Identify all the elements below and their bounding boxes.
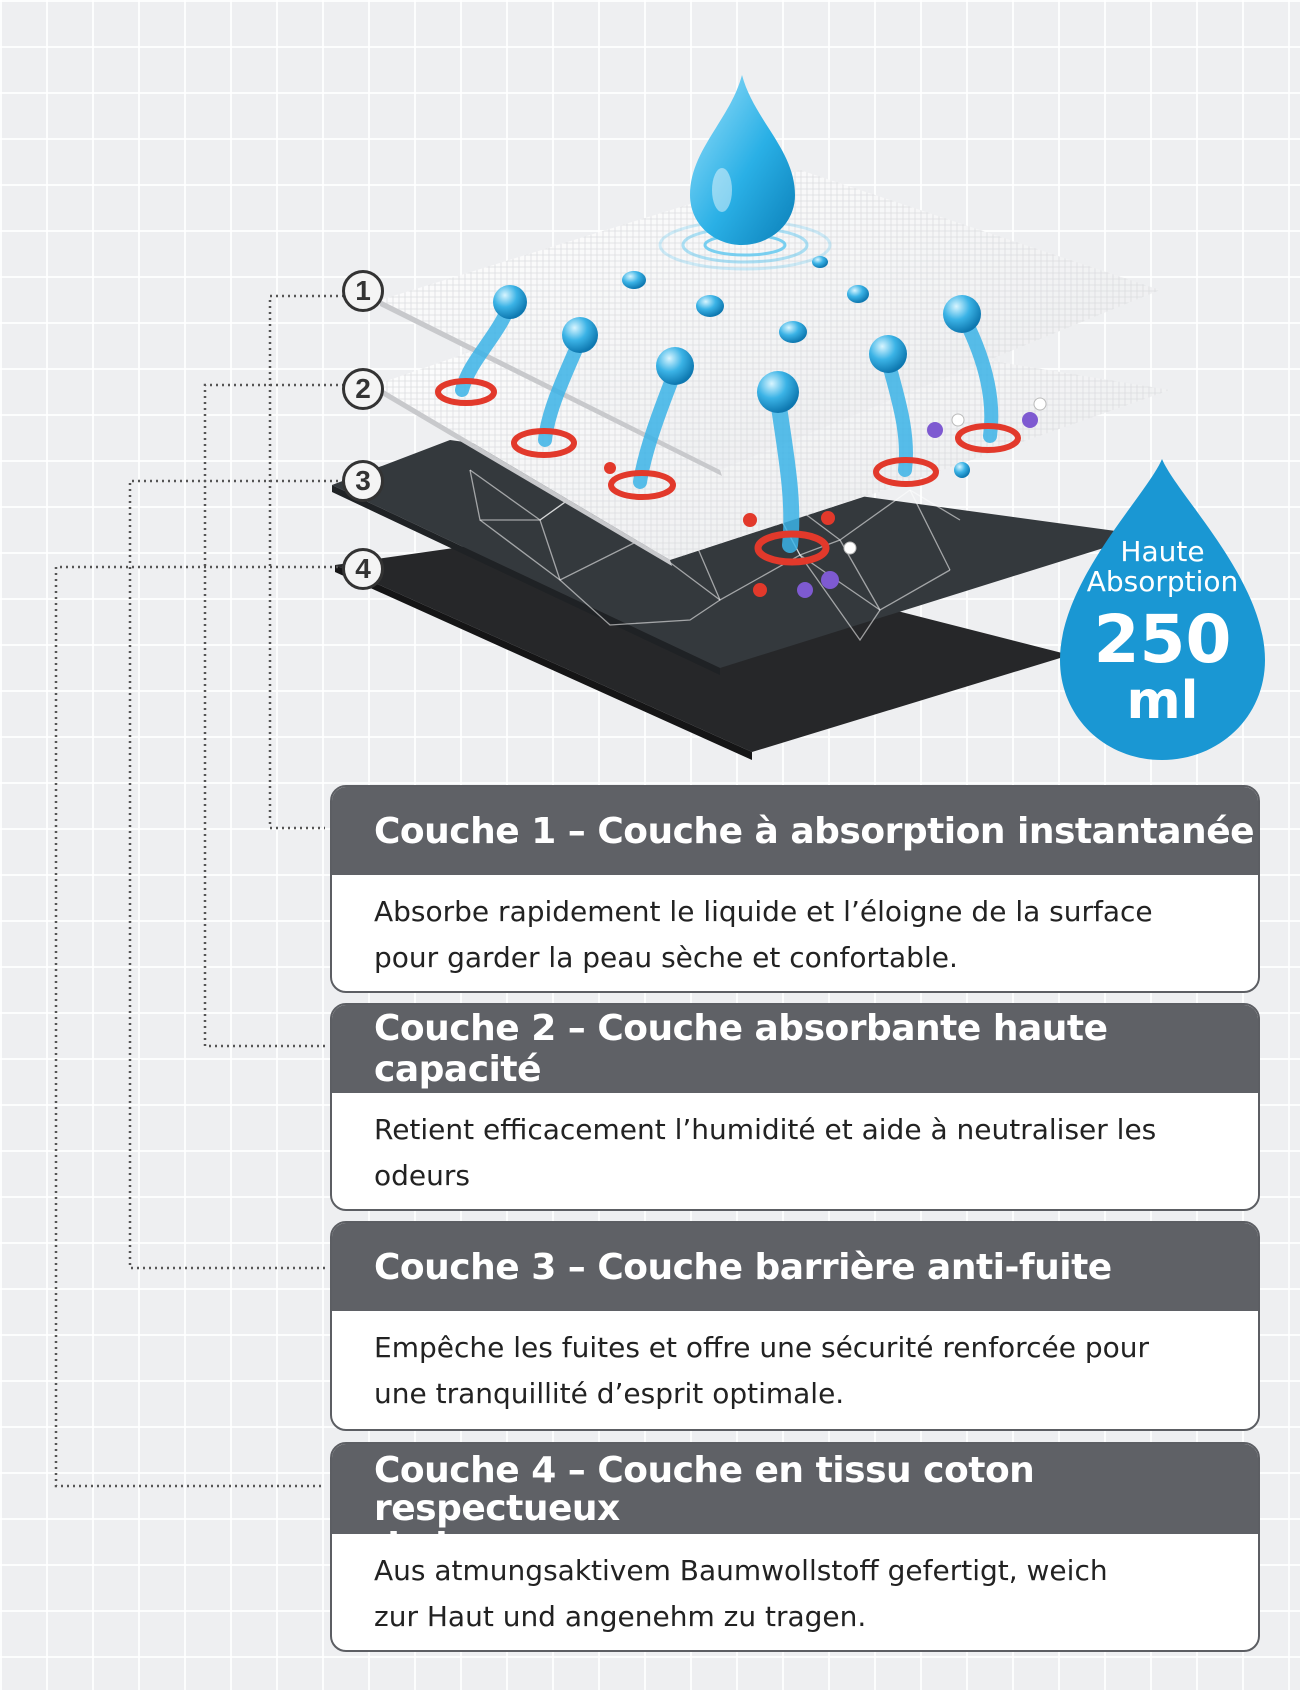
water-drop-icon <box>690 75 795 245</box>
layer-card-4: Couche 4 – Couche en tissu coton respect… <box>330 1442 1260 1652</box>
layer-card-3-line2: une tranquillité d’esprit optimale. <box>374 1377 845 1410</box>
layer-card-1-description: Absorbe rapidement le liquide et l’éloig… <box>332 875 1258 981</box>
layer-card-2-line1: Retient efficacement l’humidité et aide … <box>374 1113 1157 1192</box>
layer-card-2-line2: pour une protection fiable tout au long … <box>374 1199 1228 1209</box>
layer-card-4-line2: zur Haut und angenehm zu tragen. <box>374 1600 867 1633</box>
layer-card-2-description: Retient efficacement l’humidité et aide … <box>332 1093 1258 1209</box>
layer-card-1-line1: Absorbe rapidement le liquide et l’éloig… <box>374 895 1153 928</box>
badge-label-line2: Absorption <box>1086 565 1239 598</box>
layer-card-4-title-line2: de la peau <box>374 1526 582 1567</box>
layer-card-3-line1: Empêche les fuites et offre une sécurité… <box>374 1331 1149 1364</box>
badge-label-line1: Haute <box>1120 535 1205 568</box>
layer-1-shape <box>380 170 1160 476</box>
layer-card-1: Couche 1 – Couche à absorption instantan… <box>330 785 1260 993</box>
layer-card-3: Couche 3 – Couche barrière anti-fuite Em… <box>330 1221 1260 1431</box>
badge-value: 250 <box>1093 601 1232 678</box>
marker-3: 3 <box>342 460 384 502</box>
layer-card-3-title: Couche 3 – Couche barrière anti-fuite <box>332 1223 1258 1311</box>
layer-card-2-title: Couche 2 – Couche absorbante haute capac… <box>332 1005 1258 1093</box>
marker-1: 1 <box>342 270 384 312</box>
layer-card-4-title: Couche 4 – Couche en tissu coton respect… <box>332 1444 1258 1566</box>
layer-card-3-description: Empêche les fuites et offre une sécurité… <box>332 1311 1258 1417</box>
badge-unit: ml <box>1126 671 1199 731</box>
layer-card-4-line1: Aus atmungsaktivem Baumwollstoff geferti… <box>374 1554 1108 1587</box>
marker-4: 4 <box>342 548 384 590</box>
layer-card-2: Couche 2 – Couche absorbante haute capac… <box>330 1003 1260 1211</box>
absorption-badge: Haute Absorption 250 ml <box>1055 455 1270 765</box>
layer-3-shape <box>332 440 1145 675</box>
absorption-channels <box>435 285 1047 598</box>
layer-card-1-line2: pour garder la peau sèche et confortable… <box>374 941 958 974</box>
marker-2: 2 <box>342 368 384 410</box>
layers-illustration <box>332 75 1170 760</box>
layer-card-4-title-line1: Couche 4 – Couche en tissu coton respect… <box>374 1450 1035 1529</box>
layer-card-1-title: Couche 1 – Couche à absorption instantan… <box>332 787 1258 875</box>
surface-beads <box>622 256 869 343</box>
layer-card-4-description: Aus atmungsaktivem Baumwollstoff geferti… <box>332 1534 1258 1640</box>
